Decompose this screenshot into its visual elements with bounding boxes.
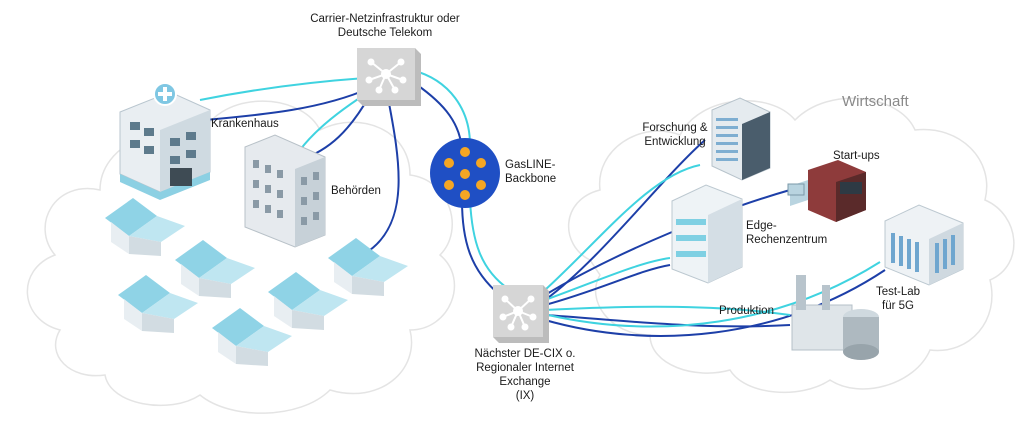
link-ix-testlab-cyan [547,261,881,328]
link-backbone-ix [461,199,501,296]
dark-links [204,79,886,337]
hospital-label: Krankenhaus [211,118,279,130]
house [268,272,348,330]
house [105,198,185,256]
backbone-label-line2: Backbone [505,173,557,185]
house [118,275,198,333]
edge-building [671,184,743,284]
link-ix-testlab [544,269,886,337]
device-icon [787,183,805,196]
research-label: Forschung & Entwicklung [636,121,714,149]
link-ix-production [544,314,791,328]
testlab-label: Test-Lab für 5G [870,285,926,313]
hospital-building [119,82,211,200]
link-backbone-ix-cyan [469,199,511,291]
edge-label-line2: Rechenzentrum [746,234,828,246]
house [328,238,408,296]
backbone-label: GasLINE- Backbone [505,158,556,186]
hub-icon [365,58,407,94]
ix-label: Nächster DE-CIX o. Regionaler Internet E… [450,347,600,403]
edge-label: Edge- Rechenzentrum [746,219,827,247]
authorities-building [244,134,326,248]
research-label-line1: Forschung & [642,122,708,134]
ix-hub [493,285,549,343]
testlab-building [884,204,964,286]
carrier-label: Carrier-Netzinfrastruktur oder Deutsche … [300,12,470,40]
link-carrier-backbone-cyan [411,69,471,146]
carrier-label-line2: Deutsche Telekom [337,27,433,39]
production-label: Produktion [719,305,774,317]
ix-label-line1: Nächster DE-CIX o. [474,348,576,360]
link-ix-research-cyan [544,164,701,291]
backbone-circle [430,138,500,208]
carrier-label-line1: Carrier-Netzinfrastruktur oder [310,13,460,25]
startups-label: Start-ups [833,150,880,162]
left-cloud [26,100,456,414]
link-carrier-hospital [204,87,371,121]
backbone-dots [444,147,486,200]
ix-label-line4: (IX) [515,390,535,402]
ix-label-line3: Exchange [499,376,551,388]
house [175,240,255,298]
hub-icon [499,295,537,331]
production-building [791,275,879,360]
research-label-line2: Entwicklung [644,136,706,148]
link-carrier-houses [369,97,400,251]
carrier-hub [357,48,421,106]
testlab-label-line1: Test-Lab [875,286,921,298]
backbone-label-line1: GasLINE- [505,159,556,171]
house [212,308,292,366]
link-ix-edge-cyan [544,257,671,301]
region-title-wirtschaft: Wirtschaft [842,93,909,110]
authorities-label: Behörden [331,185,381,197]
link-carrier-hospital-cyan [199,77,366,101]
research-building [711,97,771,181]
edge-label-line1: Edge- [746,220,777,232]
houses [105,198,408,366]
link-ix-startups [544,189,791,296]
testlab-label-line2: für 5G [882,300,914,312]
link-ix-edge [544,264,671,306]
ix-label-line2: Regionaler Internet [476,362,574,374]
